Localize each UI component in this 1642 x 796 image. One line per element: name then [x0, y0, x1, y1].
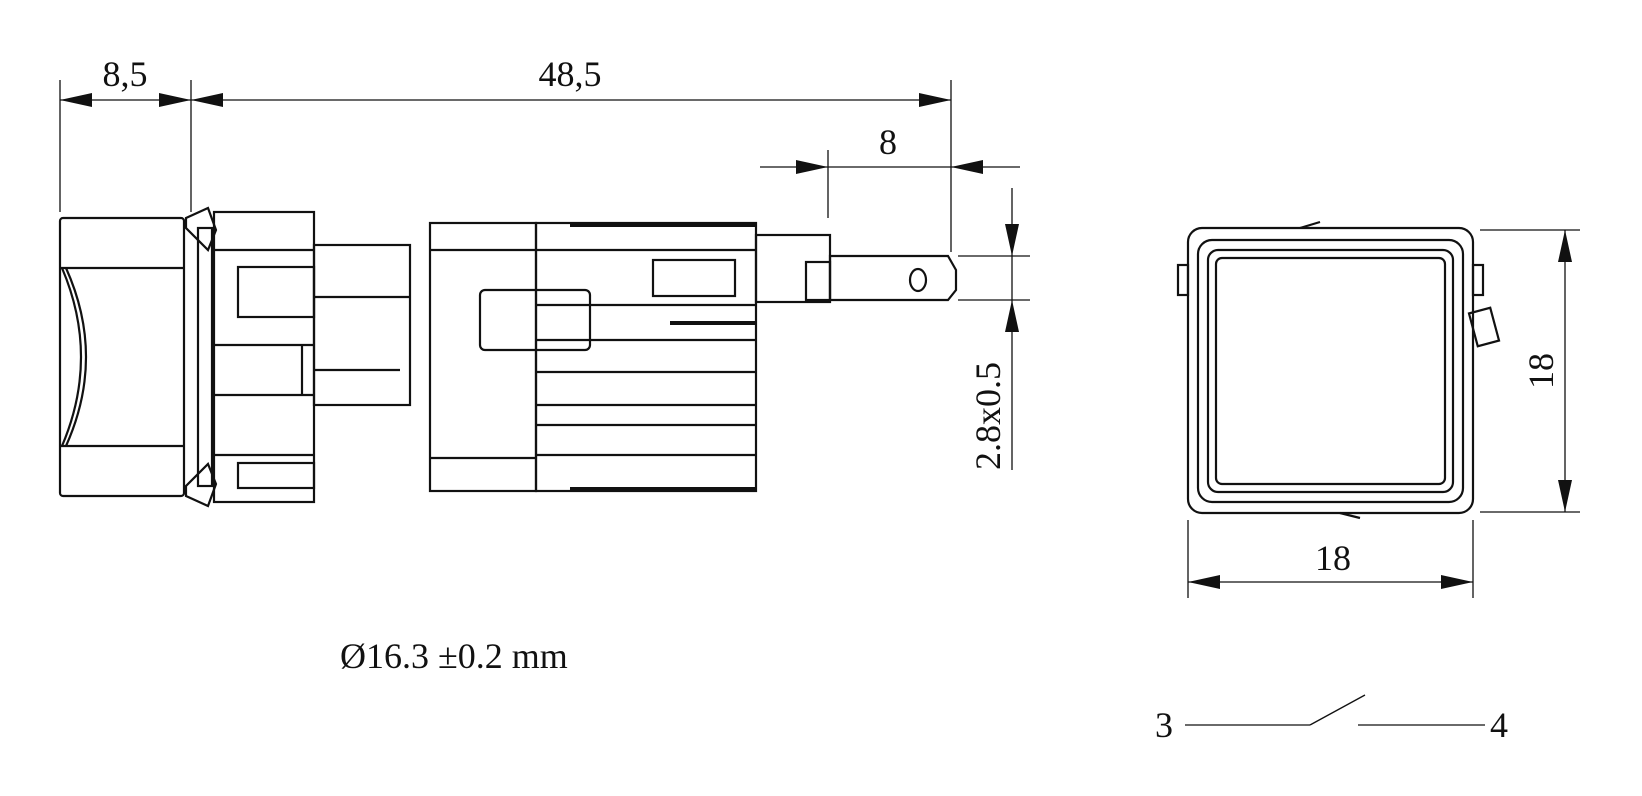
side-view	[58, 206, 958, 508]
dim-terminal-size: 2.8x0.5	[968, 362, 1008, 470]
dim-width: 18	[1315, 538, 1351, 578]
terminal-4-label: 4	[1490, 705, 1508, 745]
terminal-3-label: 3	[1155, 705, 1173, 745]
dim-height: 18	[1521, 353, 1561, 389]
dim-front-length: 8,5	[103, 54, 148, 94]
front-view	[1176, 220, 1501, 520]
switch-schematic: 3 4	[1155, 694, 1508, 745]
side-dimensions: 8,5 48,5 8 2.8x0.5	[59, 54, 1030, 470]
dim-terminal-length: 8	[879, 122, 897, 162]
front-dimensions: 18 18	[1187, 229, 1580, 598]
dim-body-length: 48,5	[539, 54, 602, 94]
diameter-note: Ø16.3 ±0.2 mm	[340, 636, 568, 676]
